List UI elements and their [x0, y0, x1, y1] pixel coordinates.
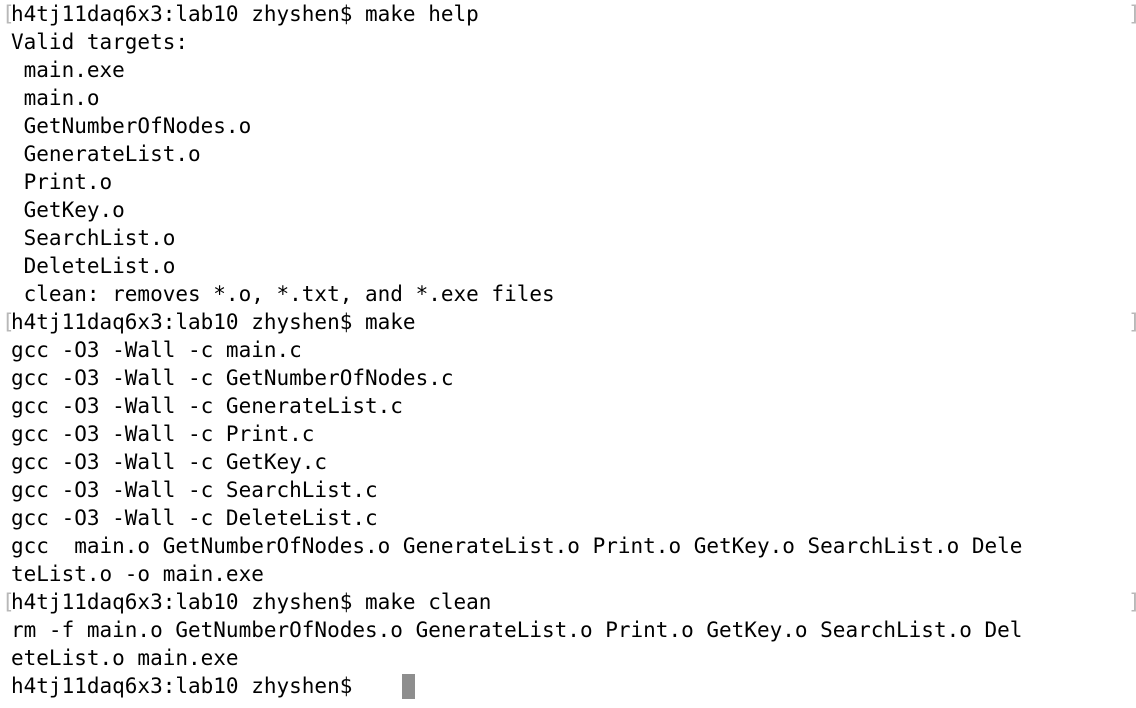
- terminal-line: SearchList.o: [11, 226, 176, 250]
- terminal-line: GetNumberOfNodes.o: [11, 114, 252, 138]
- mark-bracket-right: ]: [1128, 588, 1136, 616]
- terminal-line: gcc -O3 -Wall -c GetNumberOfNodes.c: [11, 366, 454, 390]
- mark-bracket-left: [: [2, 2, 15, 26]
- terminal-line: DeleteList.o: [11, 254, 176, 278]
- terminal-line: gcc -O3 -Wall -c GetKey.c: [11, 450, 328, 474]
- terminal-line: GetKey.o: [11, 198, 125, 222]
- terminal-line: gcc -O3 -Wall -c SearchList.c: [11, 478, 378, 502]
- terminal-line: gcc main.o GetNumberOfNodes.o GenerateLi…: [11, 534, 1023, 558]
- terminal-line: gcc -O3 -Wall -c main.c: [11, 338, 302, 362]
- terminal-line: main.o: [11, 86, 100, 110]
- mark-bracket-right: ]: [1128, 0, 1136, 28]
- terminal-line: h4tj11daq6x3:lab10 zhyshen$ make: [11, 310, 416, 334]
- terminal-line: rm -f main.o GetNumberOfNodes.o Generate…: [11, 618, 1023, 642]
- mark-bracket-right: ]: [1128, 308, 1136, 336]
- terminal-line: gcc -O3 -Wall -c DeleteList.c: [11, 506, 378, 530]
- mark-bracket-left: [: [2, 590, 15, 614]
- terminal-line: gcc -O3 -Wall -c Print.c: [11, 422, 315, 446]
- terminal-line: Print.o: [11, 170, 113, 194]
- terminal-line: GenerateList.o: [11, 142, 201, 166]
- terminal-line: gcc -O3 -Wall -c GenerateList.c: [11, 394, 403, 418]
- terminal-line: h4tj11daq6x3:lab10 zhyshen$ make help: [11, 2, 479, 26]
- terminal-prompt-line[interactable]: h4tj11daq6x3:lab10 zhyshen$: [11, 674, 366, 698]
- mark-bracket-left: [: [2, 310, 15, 334]
- terminal-line: Valid targets:: [11, 30, 189, 54]
- terminal-line: eteList.o main.exe: [11, 646, 239, 670]
- terminal-line: clean: removes *.o, *.txt, and *.exe fil…: [11, 282, 555, 306]
- terminal-line: teList.o -o main.exe: [11, 562, 264, 586]
- terminal-line: h4tj11daq6x3:lab10 zhyshen$ make clean: [11, 590, 492, 614]
- terminal-line: main.exe: [11, 58, 125, 82]
- text-cursor: [402, 674, 415, 699]
